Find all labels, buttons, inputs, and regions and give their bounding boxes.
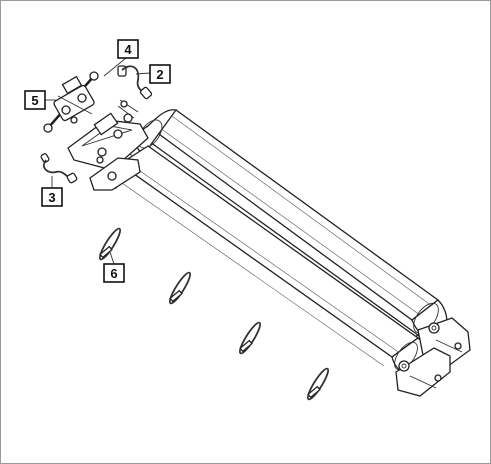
left-bracket [67, 99, 149, 191]
callout-4: 4 [117, 39, 139, 59]
mounting-strap [98, 227, 330, 401]
pressure-sensor [117, 65, 153, 100]
vent-tube [40, 153, 78, 184]
right-bracket [395, 317, 471, 397]
lower-cylinder-front [111, 145, 429, 376]
leader-lines [42, 57, 151, 265]
callout-label: 4 [124, 42, 132, 57]
callout-2: 2 [149, 64, 171, 84]
callout-label: 6 [110, 266, 117, 281]
callout-5: 5 [24, 90, 46, 110]
valve-block [43, 71, 99, 133]
callout-3: 3 [41, 187, 63, 207]
callout-6: 6 [103, 263, 125, 283]
callout-label: 2 [156, 67, 163, 82]
callout-label: 3 [48, 190, 55, 205]
callout-label: 5 [31, 93, 38, 108]
